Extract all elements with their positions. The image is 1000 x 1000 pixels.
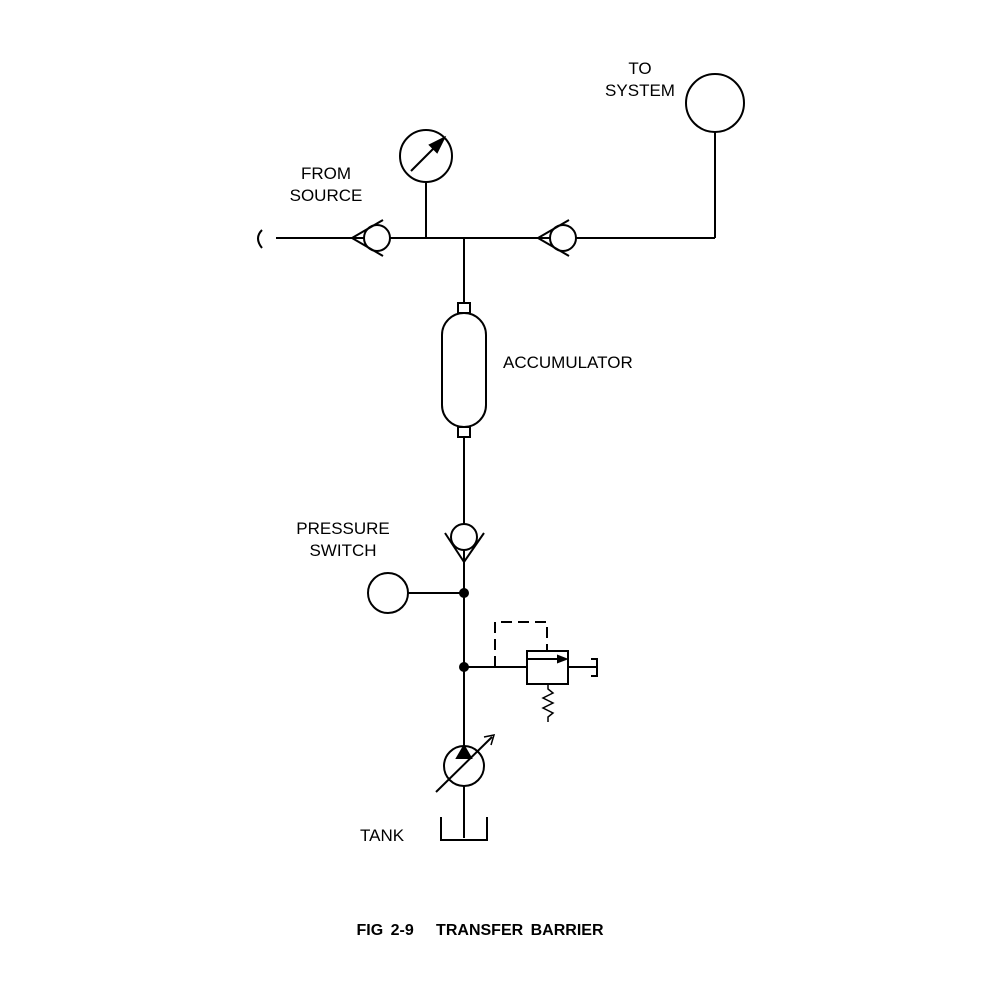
from-source-line2: SOURCE <box>289 186 363 205</box>
to-system-line1: TO <box>628 59 652 78</box>
pressure-switch-line1: PRESSURE <box>296 519 390 538</box>
from-source-label: FROM SOURCE <box>276 163 376 207</box>
tank-icon <box>440 817 488 841</box>
relief-valve-icon <box>459 621 598 722</box>
figure-caption: FIG 2-9 TRANSFER BARRIER <box>356 922 604 939</box>
system-port-icon <box>685 73 745 133</box>
pressure-gauge-icon <box>399 129 453 238</box>
pressure-switch-label: PRESSURE SWITCH <box>283 518 403 562</box>
pressure-switch-icon <box>367 572 469 614</box>
to-system-line2: SYSTEM <box>605 81 675 100</box>
to-system-label: TO SYSTEM <box>600 58 680 102</box>
from-source-line1: FROM <box>300 164 352 183</box>
pressure-switch-line2: SWITCH <box>309 541 377 560</box>
accumulator-icon <box>441 302 487 438</box>
accumulator-label: ACCUMULATOR <box>503 353 633 372</box>
check-valve-source-icon <box>350 219 391 257</box>
tank-label: TANK <box>360 826 405 845</box>
check-valve-system-icon <box>536 219 577 257</box>
source-connection-icon <box>257 229 263 249</box>
